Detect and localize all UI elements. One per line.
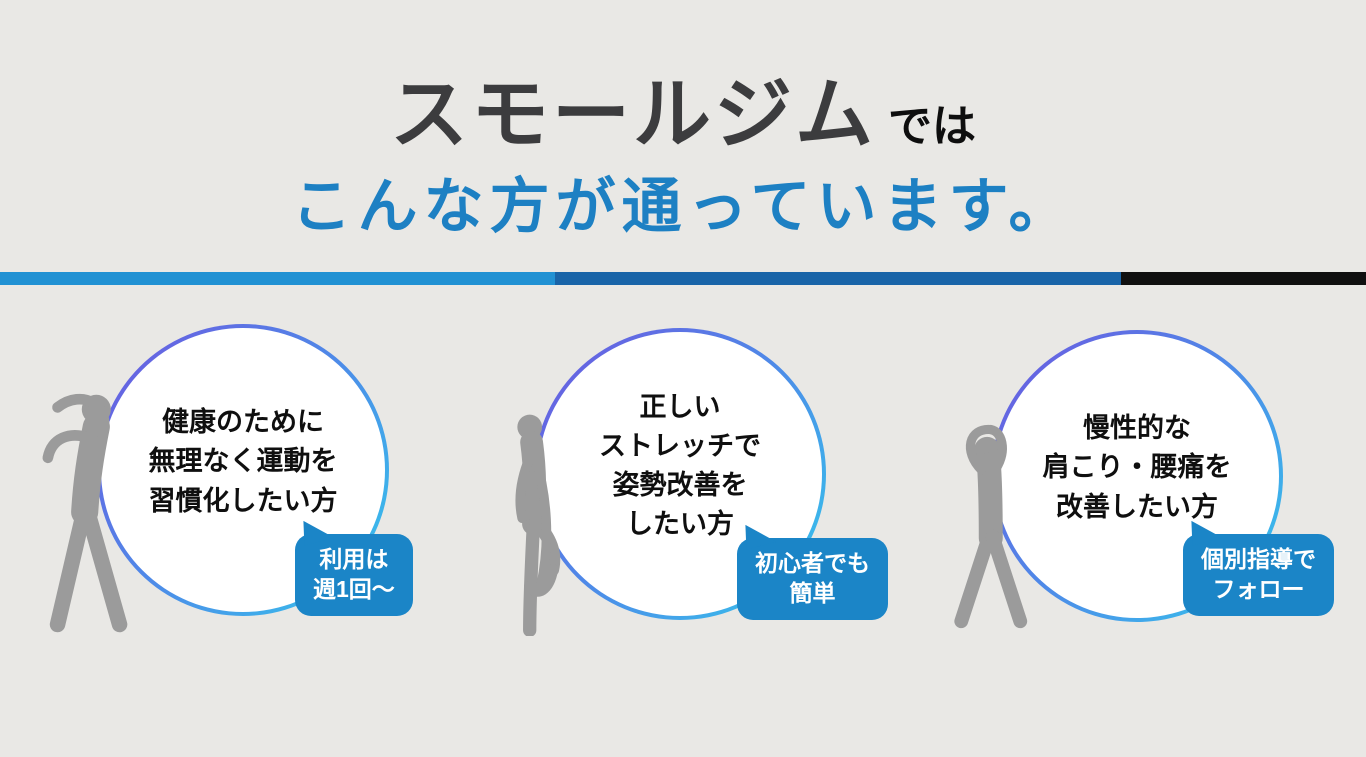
badge-line: 週1回〜	[313, 575, 395, 602]
card-text-line: したい方	[626, 509, 734, 540]
page-subtitle: こんな方が通っています。	[291, 173, 1075, 240]
badge-line: 簡単	[789, 579, 836, 606]
brand-logo-text: スモールジム	[389, 70, 876, 158]
card-text-line: 正しい	[639, 391, 721, 422]
divider-segment-light-blue	[0, 272, 555, 285]
overhead-stretch-silhouette-icon	[954, 424, 1028, 629]
side-stretch-silhouette-icon	[42, 393, 128, 633]
audience-card-posture: 正しい ストレッチで 姿勢改善を したい方	[534, 328, 826, 620]
divider-bar	[0, 272, 1366, 285]
badge-line: 個別指導で	[1201, 546, 1316, 572]
audience-card-health-habit: 健康のために 無理なく運動を 習慣化したい方	[97, 324, 389, 616]
card-text-line: 無理なく運動を	[148, 446, 338, 477]
audience-card-text: 健康のために 無理なく運動を 習慣化したい方	[149, 403, 338, 520]
audience-card-inner: 正しい ストレッチで 姿勢改善を したい方	[538, 332, 822, 616]
brand-suffix-text: では	[888, 102, 976, 151]
divider-segment-dark-blue	[554, 272, 1122, 285]
card-text-line: 健康のために	[162, 407, 324, 438]
card-text-line: 慢性的な	[1083, 413, 1191, 444]
card-text-line: 改善したい方	[1056, 491, 1218, 522]
card-text-line: 習慣化したい方	[148, 485, 338, 516]
card-text-line: 姿勢改善を	[612, 470, 748, 500]
badge-personal-coaching: 個別指導で フォロー	[1183, 534, 1334, 616]
card-text-line: 肩こり・腰痛を	[1042, 452, 1232, 483]
badge-line: 利用は	[319, 546, 389, 572]
divider-segment-black	[1121, 272, 1366, 285]
quad-stretch-silhouette-icon	[515, 414, 561, 636]
audience-card-text: 正しい ストレッチで 姿勢改善を したい方	[599, 388, 761, 545]
badge-line: フォロー	[1212, 575, 1305, 602]
card-text-line: ストレッチで	[599, 430, 761, 461]
audience-card-inner: 健康のために 無理なく運動を 習慣化したい方	[101, 328, 385, 612]
badge-beginner-friendly: 初心者でも 簡単	[737, 538, 888, 620]
badge-usage-frequency: 利用は 週1回〜	[295, 534, 413, 616]
audience-card-text: 慢性的な 肩こり・腰痛を 改善したい方	[1043, 409, 1232, 526]
page-title: スモールジム では	[0, 52, 1366, 164]
badge-line: 初心者でも	[755, 550, 870, 576]
